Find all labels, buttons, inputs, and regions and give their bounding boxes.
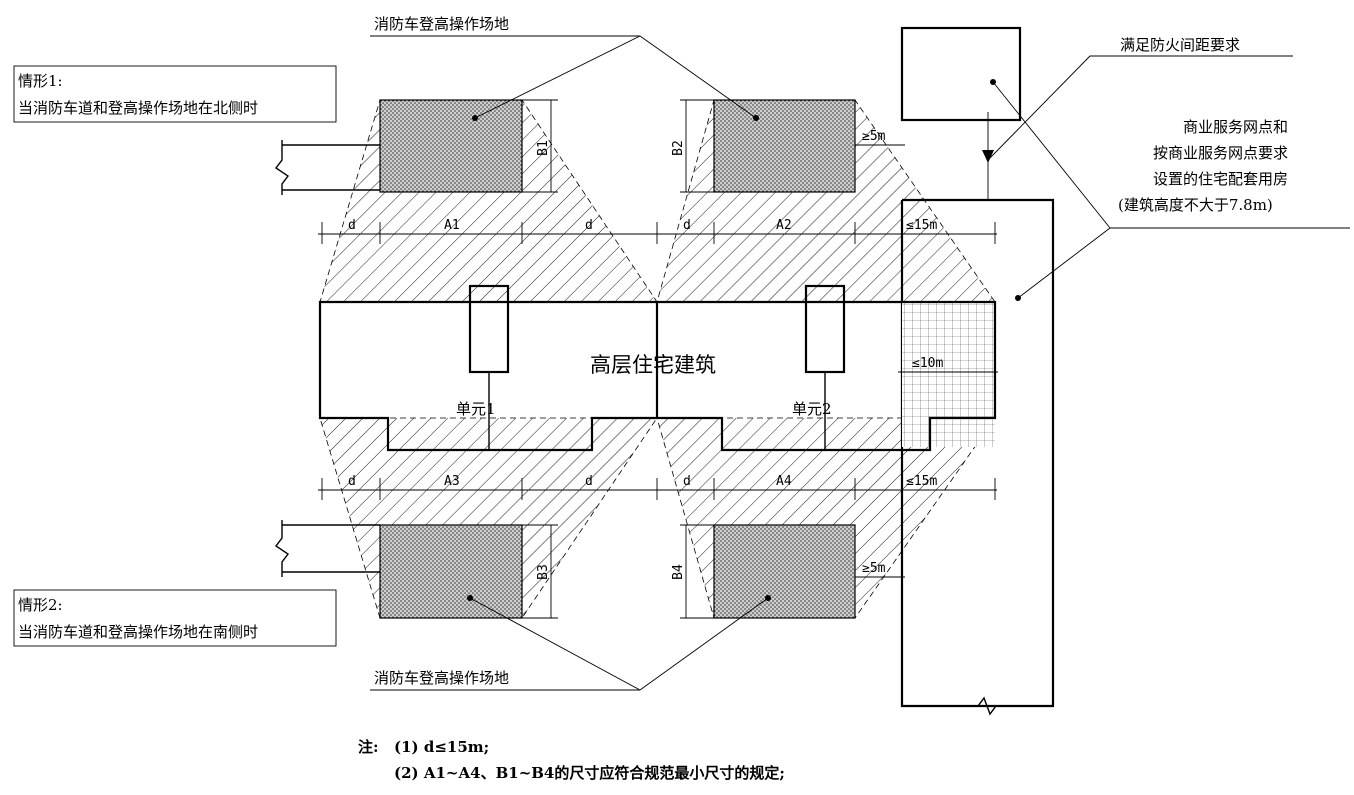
case1-title: 情形1:: [18, 72, 63, 90]
dim-a3: A3: [444, 474, 460, 489]
dim-b4: B4: [671, 564, 686, 580]
dim-le15-top: ≤15m: [906, 218, 937, 233]
dim-le15-bottom: ≤15m: [906, 474, 937, 489]
commercial-line-3: 设置的住宅配套用房: [1153, 170, 1288, 188]
platform-a1: [379, 99, 523, 193]
unit2-label: 单元2: [792, 400, 832, 418]
fire-spacing-label: 满足防火间距要求: [1120, 36, 1240, 54]
building-label: 高层住宅建筑: [590, 353, 716, 377]
dim-d-4: d: [348, 474, 356, 489]
commercial-line-2: 按商业服务网点要求: [1153, 144, 1288, 162]
dim-b2: B2: [671, 140, 686, 156]
case2-box: [13, 589, 337, 647]
platform-a4: [713, 524, 856, 619]
dim-a2: A2: [776, 218, 792, 233]
dim-b3: B3: [536, 564, 551, 580]
dim-d-6: d: [683, 474, 691, 489]
leader-lines: [370, 35, 1350, 691]
fire-road-bottom: [274, 520, 380, 577]
unit1-label: 单元1: [456, 400, 496, 418]
dim-d-3: d: [683, 218, 691, 233]
dim-ge5-top: ≥5m: [862, 129, 886, 144]
platform-a3: [379, 524, 523, 619]
neighbor-building: [900, 26, 1022, 122]
dim-d-2: d: [585, 218, 593, 233]
arrow-head: [982, 150, 994, 163]
annex-break-symbol: [945, 696, 1053, 716]
dim-d-5: d: [585, 474, 593, 489]
case2-title: 情形2:: [18, 596, 63, 614]
case1-box: [13, 65, 337, 123]
platform-a2: [713, 99, 856, 193]
note-2: (2) A1~A4、B1~B4的尺寸应符合规范最小尺寸的规定;: [394, 764, 785, 782]
note-1: (1) d≤15m;: [394, 738, 489, 756]
case1-desc: 当消防车道和登高操作场地在北侧时: [18, 99, 258, 117]
platform-label-bottom: 消防车登高操作场地: [374, 669, 509, 687]
platform-label-top: 消防车登高操作场地: [374, 15, 509, 33]
dim-ge5-bottom: ≥5m: [862, 561, 886, 576]
dim-line-bottom: [318, 478, 997, 500]
note-prefix: 注:: [358, 738, 379, 756]
commercial-line-4: (建筑高度不大于7.8m): [1118, 196, 1273, 214]
dim-line-top: [318, 222, 997, 244]
main-building: [318, 300, 997, 452]
dim-b1: B1: [536, 140, 551, 156]
dim-a4: A4: [776, 474, 792, 489]
case2-desc: 当消防车道和登高操作场地在南侧时: [18, 623, 258, 641]
fire-road-top: [274, 140, 380, 195]
dim-a1: A1: [444, 218, 460, 233]
dim-b-lines: [522, 99, 714, 619]
dim-d-1: d: [348, 218, 356, 233]
dim-le10: ≤10m: [912, 356, 943, 371]
grid-area: [902, 302, 995, 447]
commercial-line-1: 商业服务网点和: [1183, 118, 1288, 136]
